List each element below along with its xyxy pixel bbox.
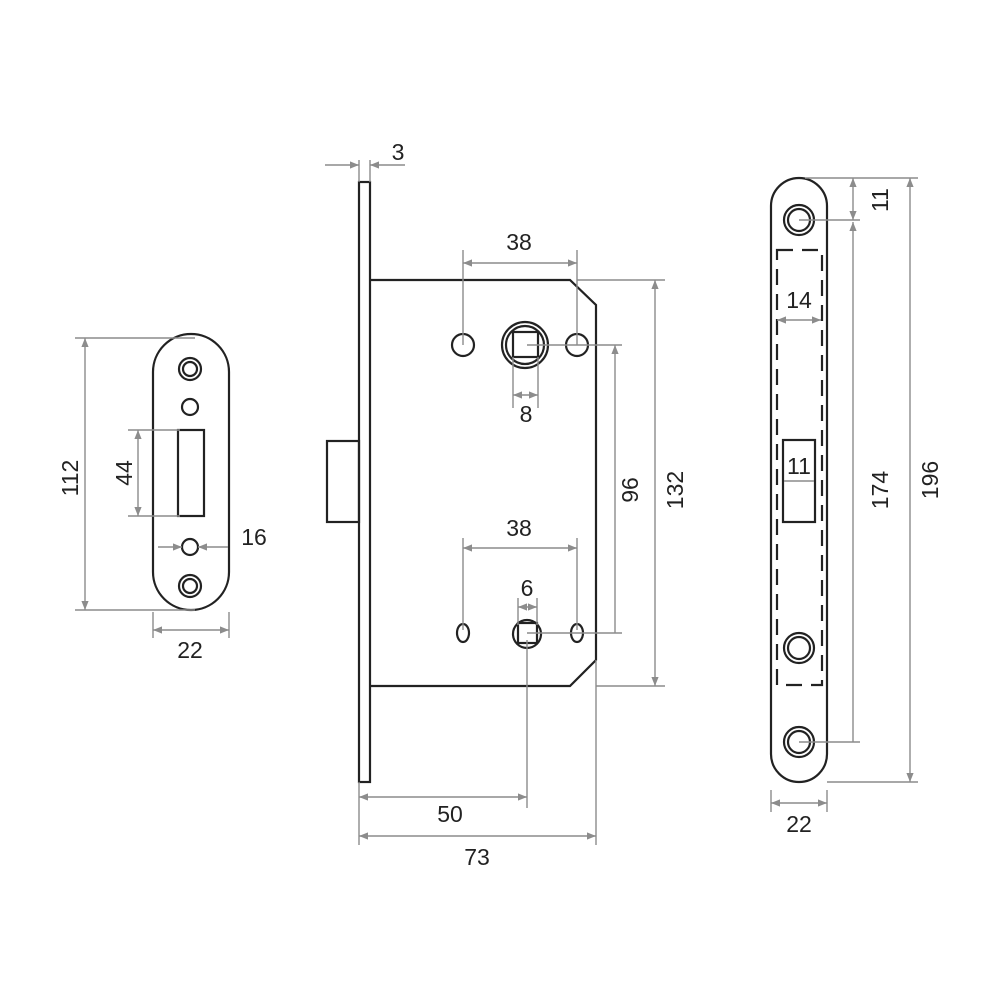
latch-slot bbox=[176, 428, 206, 518]
dim-body-depth: 73 bbox=[464, 844, 490, 870]
dim-total-height: 196 bbox=[917, 461, 943, 499]
dim-faceplate-width: 22 bbox=[786, 811, 812, 837]
dim-top-hole-spacing: 38 bbox=[506, 229, 532, 255]
strike-plate: 112 44 16 22 bbox=[57, 332, 267, 663]
faceplate-outline bbox=[769, 176, 829, 784]
dim-bottom-hole-spacing: 38 bbox=[506, 515, 532, 541]
dim-pocket-width: 14 bbox=[786, 287, 812, 313]
lock-faceplate bbox=[357, 180, 372, 784]
latch-opening bbox=[781, 438, 817, 524]
faceplate-front-view: 11 14 11 174 196 22 bbox=[769, 176, 943, 837]
latch-bolt bbox=[325, 439, 361, 524]
dim-top-offset: 11 bbox=[867, 188, 893, 212]
dim-center-distance: 96 bbox=[617, 477, 643, 503]
mortise-lock: 3 38 8 96 132 38 6 50 73 bbox=[325, 139, 688, 870]
dim-cylinder-square: 6 bbox=[521, 575, 534, 601]
dim-body-height: 132 bbox=[662, 471, 688, 509]
dim-hole-gap: 16 bbox=[241, 524, 267, 550]
screw-hole-icon bbox=[782, 631, 816, 665]
dim-strike-width: 22 bbox=[177, 637, 203, 663]
lock-body bbox=[370, 278, 598, 688]
dim-faceplate-thickness: 3 bbox=[392, 139, 405, 165]
dim-strike-height: 112 bbox=[57, 460, 83, 497]
hole-icon bbox=[180, 397, 200, 417]
screw-hole-icon bbox=[177, 573, 203, 599]
dim-hole-distance: 174 bbox=[867, 471, 893, 510]
dim-latch-width: 11 bbox=[787, 453, 811, 479]
lock-pocket-outline bbox=[775, 248, 824, 687]
hole-icon bbox=[180, 537, 200, 557]
dim-slot-height: 44 bbox=[111, 460, 137, 486]
dim-backset: 50 bbox=[437, 801, 463, 827]
screw-hole-icon bbox=[177, 356, 203, 382]
dim-follower-square: 8 bbox=[520, 401, 533, 427]
